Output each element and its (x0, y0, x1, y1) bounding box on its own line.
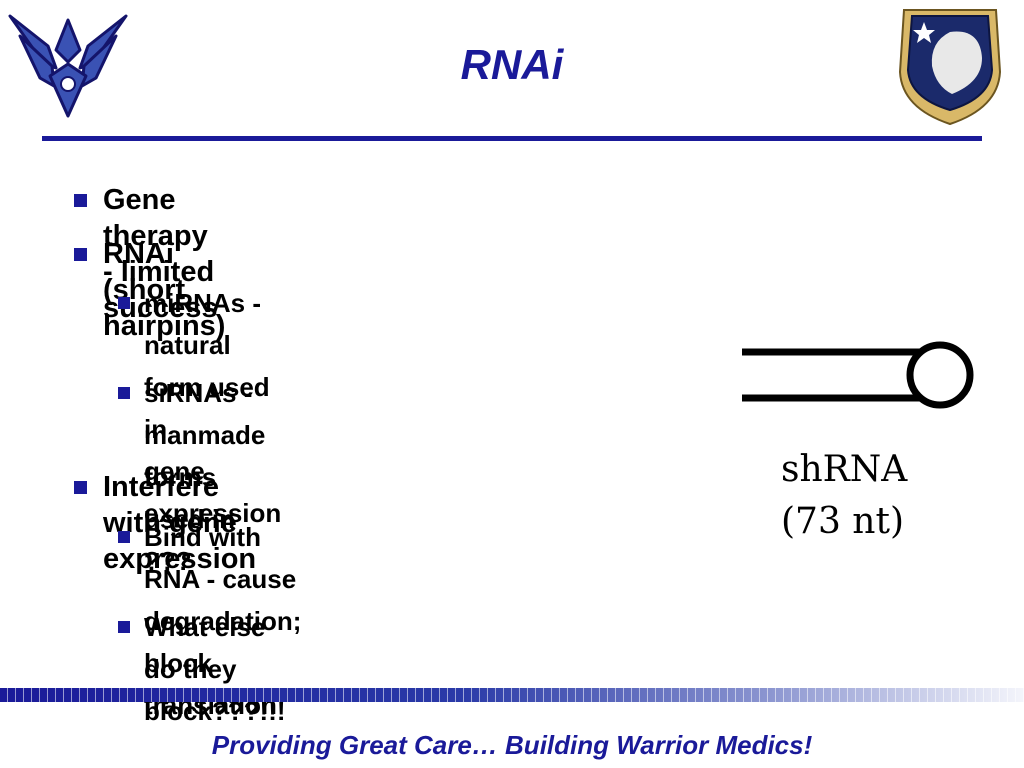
sub-bullet-item: What else do they block???!!! (118, 606, 286, 732)
bullet-marker (74, 194, 87, 207)
bullet-marker (74, 248, 87, 261)
footer-divider-bar (0, 688, 1024, 702)
bullet-item: Gene therapy - limited success (74, 182, 218, 326)
bullet-text: What else do they block???!!! (144, 612, 286, 726)
shrna-label: shRNA(73 nt) (781, 449, 908, 542)
bullet-marker (74, 481, 87, 494)
sub-bullet-item: siRNAs - manmade forms used in??? (118, 372, 265, 582)
bullet-text: Gene therapy - limited success (103, 184, 218, 324)
medical-wing-seal (890, 2, 1010, 128)
bullet-text: RNAi (short hairpins) (103, 238, 226, 342)
bullet-item: RNAi (short hairpins) (74, 236, 225, 344)
shrna-hairpin-figure (706, 320, 976, 560)
bullet-marker (118, 387, 130, 399)
bullet-marker (118, 531, 130, 543)
bullet-text: Interfere with gene expression (103, 471, 257, 575)
bullet-marker (118, 621, 130, 633)
bullet-item: Interfere with gene expression (74, 469, 256, 577)
air-force-logo (4, 6, 132, 126)
bullet-text: siRNAs - manmade forms used in??? (144, 378, 266, 576)
title-divider (42, 136, 982, 141)
footer-tagline: Providing Great Care… Building Warrior M… (211, 730, 813, 760)
slide-title: RNAi (460, 41, 564, 88)
bullet-marker (118, 297, 130, 309)
